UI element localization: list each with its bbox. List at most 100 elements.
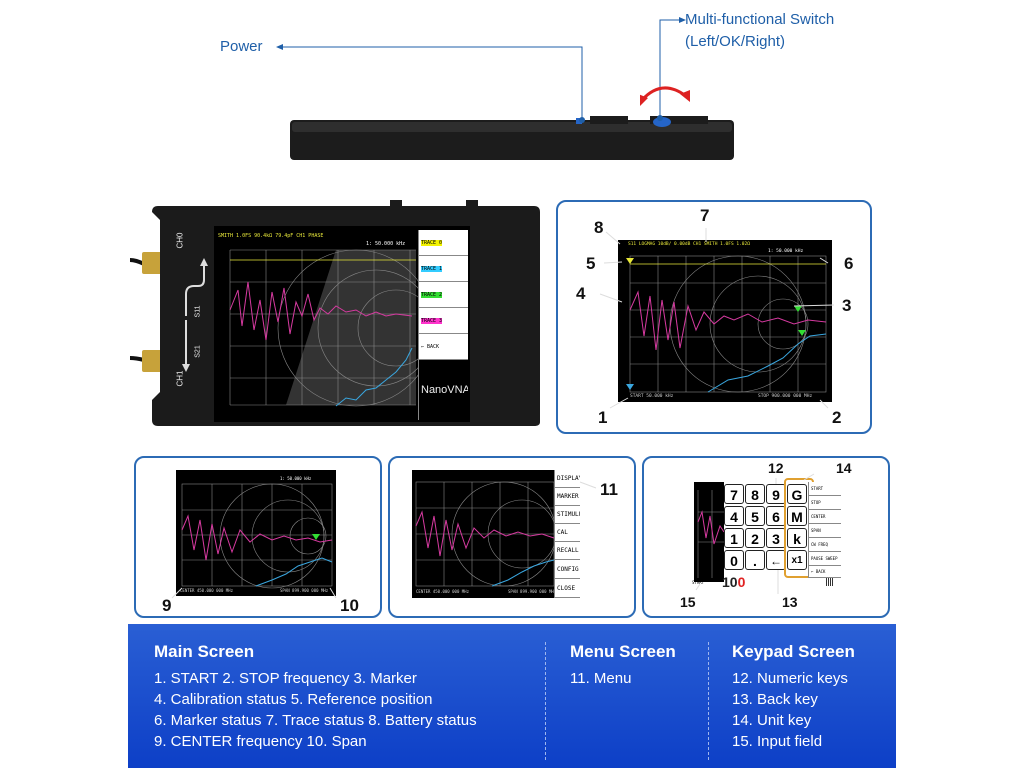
legend-menu-title: Menu Screen [570, 642, 676, 661]
main-panel-leaders [599, 228, 835, 409]
port-ch0-label: CH0 [175, 232, 185, 249]
legend-divider-1 [545, 642, 546, 760]
legend-keypad-line-4: 15. Input field [732, 733, 823, 750]
key-0[interactable]: 0 [724, 550, 744, 570]
input-digits: 10 [722, 574, 738, 590]
trace-2-item[interactable]: TRACE 2 [419, 282, 468, 308]
device-side-view [290, 116, 736, 162]
legend-keypad-line-2: 13. Back key [732, 691, 818, 708]
cs-label-9: 9 [162, 596, 172, 615]
legend-keypad-line-1: 12. Numeric keys [732, 670, 848, 687]
device-brand: NanoVNA [421, 384, 468, 396]
keypad-label-13: 13 [782, 594, 798, 610]
key-7[interactable]: 7 [724, 484, 744, 504]
device-front: CH0 CH1 S11 S21 SMITH 1.0FS 90.4kΩ 79.4p… [130, 200, 542, 428]
center-span-plot [181, 483, 333, 589]
main-label-4: 4 [576, 284, 586, 303]
switch-label-line1: Multi-functional Switch [685, 11, 835, 28]
side-start[interactable]: START [809, 482, 841, 496]
key-k[interactable]: k [787, 528, 807, 548]
keypad-leaders [695, 473, 815, 594]
trace-1-item[interactable]: TRACE 1 [419, 256, 468, 282]
menu-item-marker[interactable]: MARKER [555, 488, 580, 506]
menu-item-close[interactable]: CLOSE [555, 579, 580, 598]
input-last-digit: 0 [737, 574, 746, 590]
trace-2-label: TRACE 2 [421, 292, 443, 298]
switch-label-line2: (Left/OK/Right) [685, 33, 786, 50]
trace-3-item[interactable]: TRACE 3 [419, 308, 468, 334]
cs-label-10: 10 [340, 596, 359, 615]
main-screen-lcd: S11 LOGMAG 10dB/ 0.00dB CH1 SMITH 1.0FS … [618, 240, 832, 402]
device-trace-menu: TRACE 0 TRACE 1 TRACE 2 TRACE 3 ← BACK N… [418, 230, 468, 420]
main-label-8: 8 [594, 218, 604, 237]
power-callout-line [276, 44, 585, 123]
legend-menu-line-1: 11. Menu [570, 670, 632, 687]
s21-label: S21 [194, 345, 202, 358]
key-6[interactable]: 6 [766, 506, 786, 526]
key-5[interactable]: 5 [745, 506, 765, 526]
key-dot[interactable]: . [745, 550, 765, 570]
main-label-5: 5 [586, 254, 596, 273]
main-label-7: 7 [700, 206, 710, 225]
switch-callout-line [640, 17, 690, 121]
device-screen-header: SMITH 1.0FS 90.4kΩ 79.4pF CH1 PHASE [218, 233, 324, 239]
cs-leaders [171, 587, 337, 599]
legend-keypad-lines: 12. Numeric keys 13. Back key 14. Unit k… [732, 668, 848, 752]
trace-3-label: TRACE 3 [421, 318, 443, 324]
side-stop[interactable]: STOP [809, 496, 841, 510]
main-start-text: START 50.000 kHz [630, 394, 674, 399]
main-label-3: 3 [842, 296, 852, 315]
legend-main-line-1: 1. START 2. STOP frequency 3. Marker [154, 670, 417, 687]
legend-panel: Main Screen 1. START 2. STOP frequency 3… [128, 624, 896, 768]
keypad-label-12: 12 [768, 460, 784, 476]
menu-leader [579, 481, 597, 489]
keypad-start-label: START [692, 580, 705, 585]
keypad-side-menu: START STOP CENTER SPAN CW FREQ PAUSE SWE… [808, 482, 841, 578]
cs-marker-text: 1: 50.000 kHz [280, 476, 312, 481]
device-screen: SMITH 1.0FS 90.4kΩ 79.4pF CH1 PHASE 1: 5… [216, 230, 468, 420]
device-marker-readout: 1: 50.000 kHz [366, 241, 406, 247]
trace-0-item[interactable]: TRACE 0 [419, 230, 468, 256]
key-2[interactable]: 2 [745, 528, 765, 548]
power-label: Power [220, 38, 263, 55]
menu-item-config[interactable]: CONFIG [555, 560, 580, 579]
key-1[interactable]: 1 [724, 528, 744, 548]
main-screen-plot [626, 255, 827, 393]
key-g[interactable]: G [787, 484, 807, 504]
side-pause-sweep[interactable]: PAUSE SWEEP [809, 552, 841, 566]
legend-main-line-3: 6. Marker status 7. Trace status 8. Batt… [154, 712, 477, 729]
side-span[interactable]: SPAN [809, 524, 841, 538]
input-field[interactable]: 100 [722, 574, 745, 590]
back-label: ← BACK [421, 344, 440, 350]
menu-bottom-right: SPAN 899.900 000 MHz [508, 589, 557, 594]
keypad-label-15: 15 [680, 594, 696, 610]
key-x1[interactable]: x1 [787, 550, 807, 570]
legend-menu-lines: 11. Menu [570, 668, 631, 689]
device-side-svg [290, 116, 734, 160]
menu-bottom-left: CENTER 450.000 000 MHz [416, 589, 469, 594]
key-m[interactable]: M [787, 506, 807, 526]
legend-keypad-line-3: 14. Unit key [732, 712, 812, 729]
legend-divider-2 [708, 642, 709, 760]
menu-item-recall[interactable]: RECALL [555, 542, 580, 560]
menu-item-stimulus[interactable]: STIMULUS [555, 506, 580, 524]
s11-label: S11 [194, 305, 202, 318]
main-header-text: S11 LOGMAG 10dB/ 0.00dB CH1 SMITH 1.0FS … [628, 242, 750, 247]
grid-icon [826, 578, 834, 586]
side-back[interactable]: ← BACK [809, 566, 841, 578]
trace-1-label: TRACE 1 [421, 266, 443, 272]
menu-item-cal[interactable]: CAL [555, 524, 580, 542]
side-cw-freq[interactable]: CW FREQ [809, 538, 841, 552]
back-item[interactable]: ← BACK [419, 334, 468, 360]
legend-main-title: Main Screen [154, 642, 255, 661]
keypad-lcd-left [694, 482, 724, 582]
side-center[interactable]: CENTER [809, 510, 841, 524]
main-screen-panel: S11 LOGMAG 10dB/ 0.00dB CH1 SMITH 1.0FS … [556, 200, 872, 434]
keypad: 7 8 9 G 4 5 6 M 1 2 3 k 0 . ← x1 [724, 482, 807, 574]
menu-item-display[interactable]: DISPLAY [555, 470, 580, 488]
key-8[interactable]: 8 [745, 484, 765, 504]
main-stop-text: STOP 900.000 000 MHz [758, 394, 813, 399]
center-span-panel: 1: 50.000 kHz CENTER 450.000 000 MHz SPA… [134, 456, 382, 618]
key-4[interactable]: 4 [724, 506, 744, 526]
menu-lcd: CENTER 450.000 000 MHz SPAN 899.900 000 … [412, 470, 580, 598]
